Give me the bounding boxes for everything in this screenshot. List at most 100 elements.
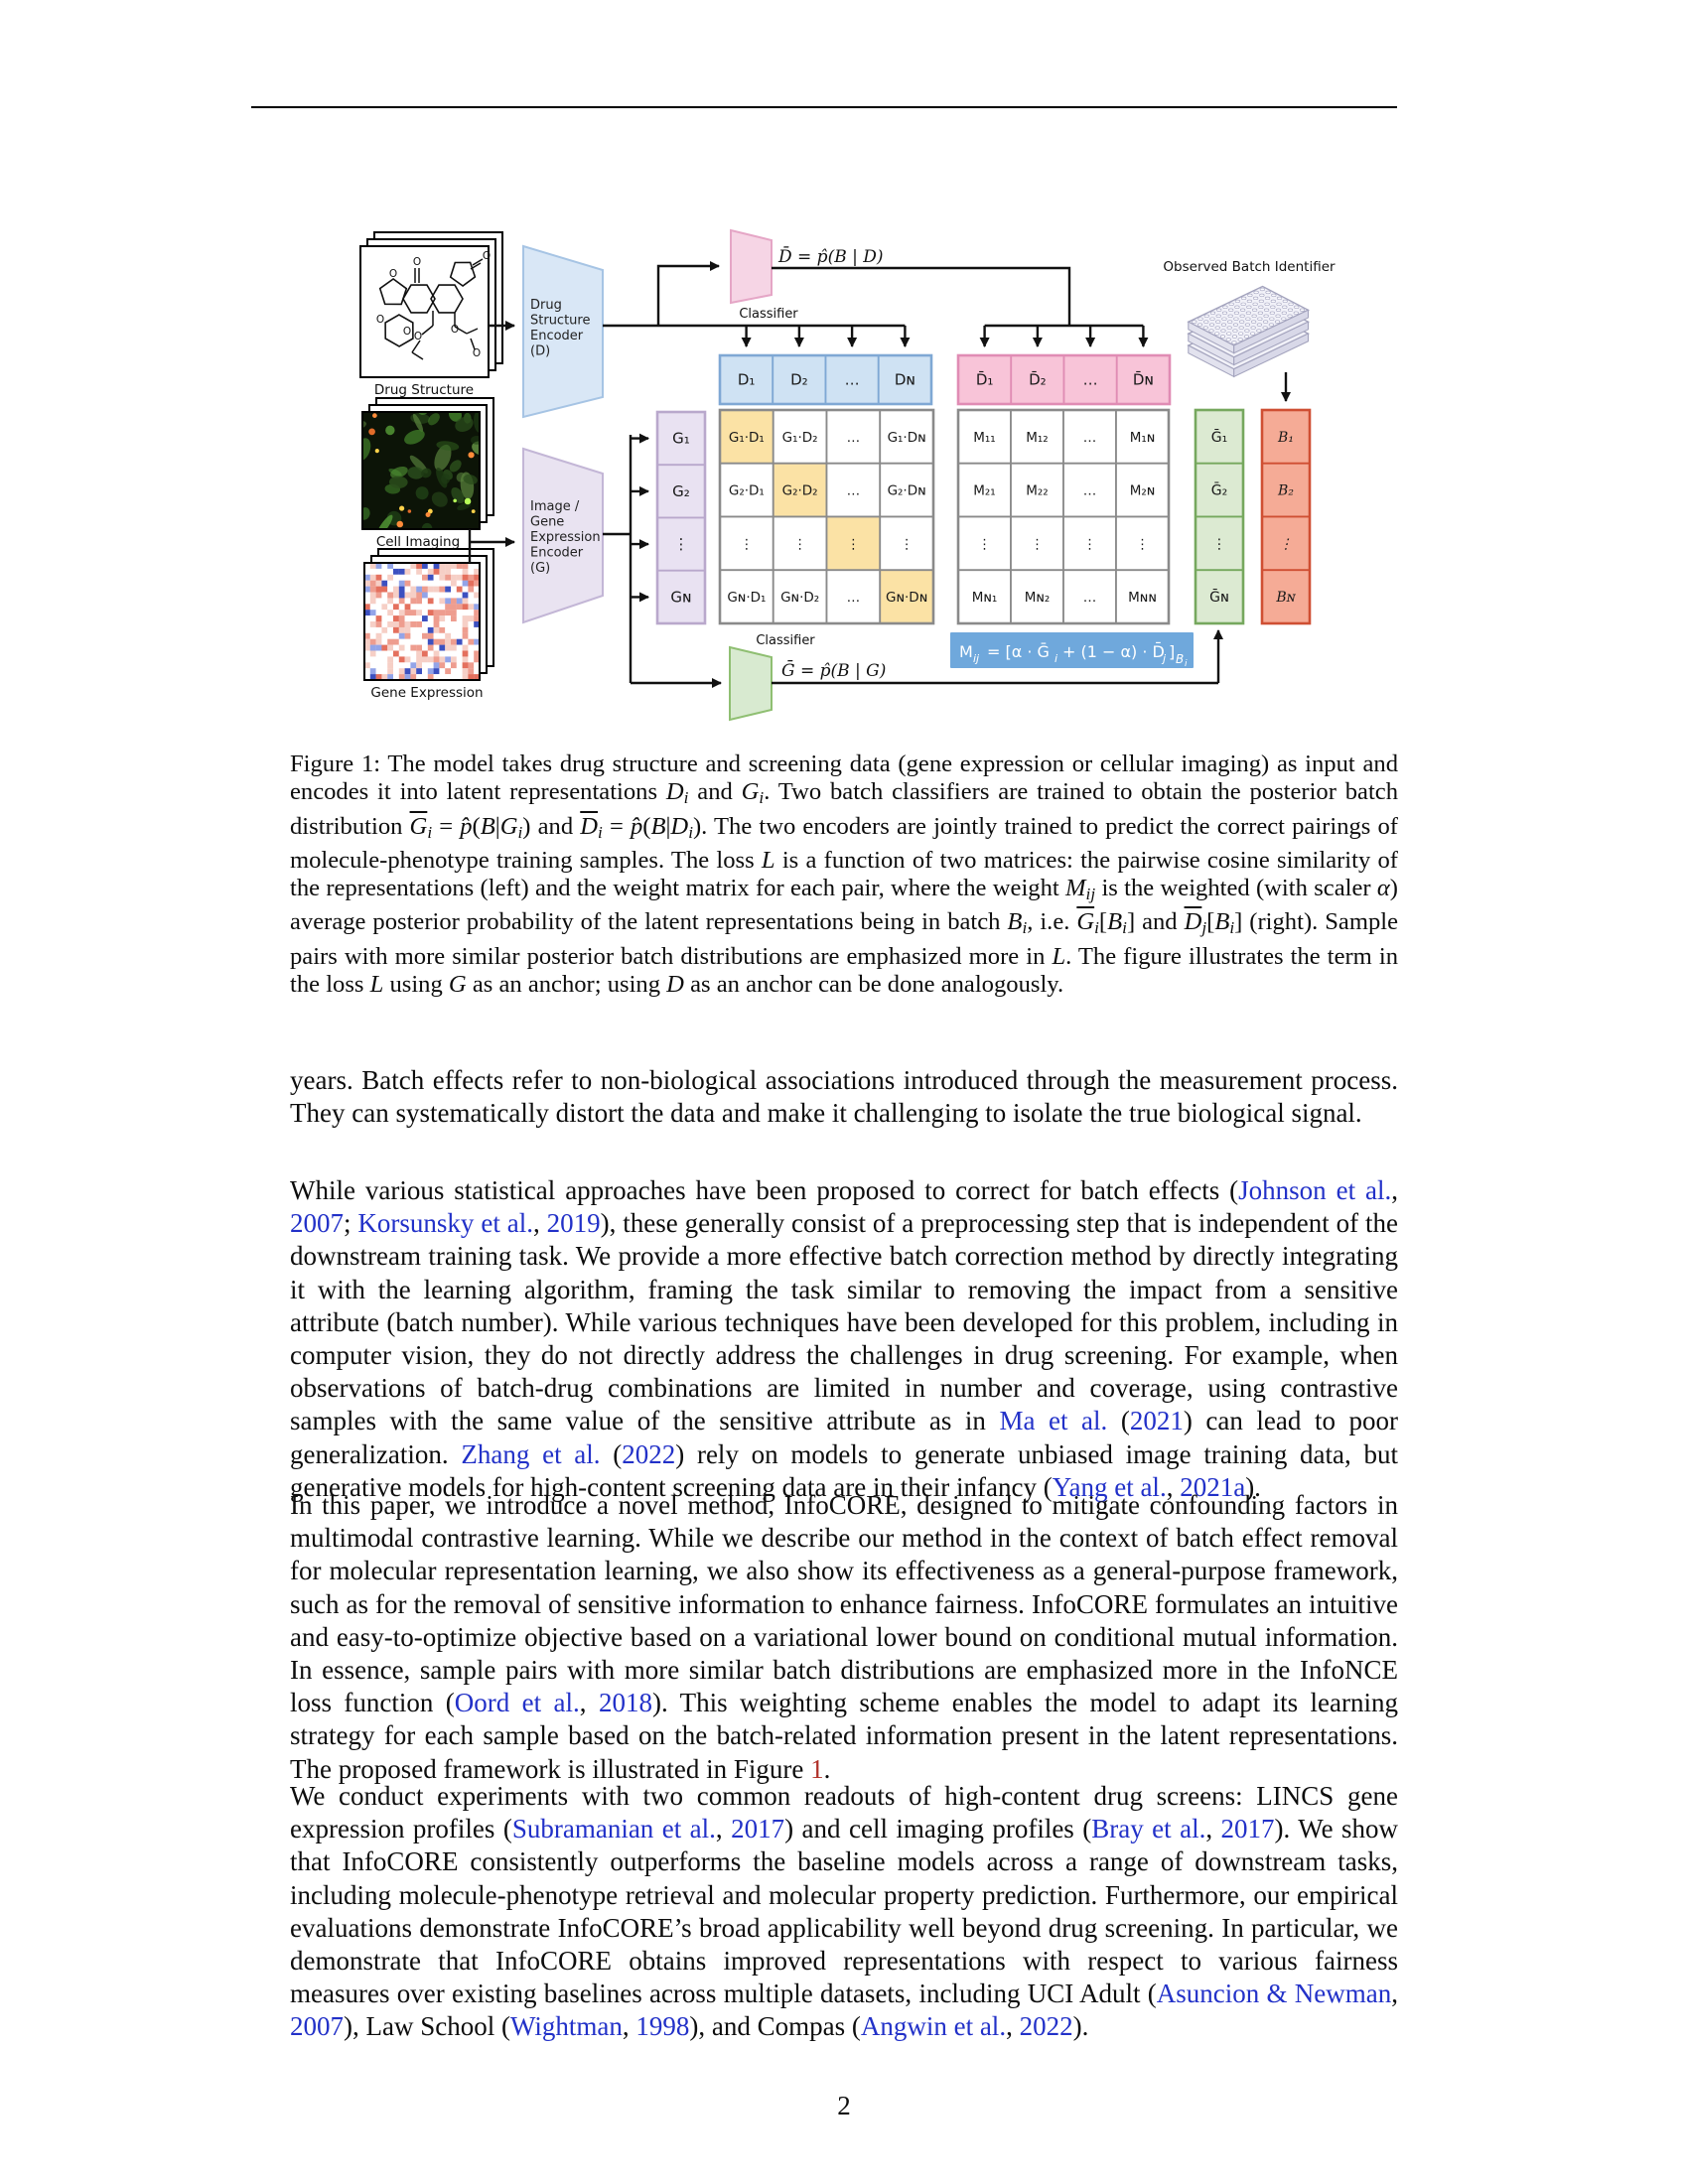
- figure-ref-link[interactable]: 1: [810, 1753, 824, 1784]
- citation-link[interactable]: Subramanian et al.: [511, 1814, 716, 1844]
- plate-well: [1271, 293, 1277, 298]
- similarity-matrix-cell: [772, 569, 828, 624]
- heatmap-pixel: [381, 580, 388, 587]
- plate-well: [1264, 308, 1270, 312]
- heatmap-pixel: [474, 668, 480, 675]
- cell-blob: [389, 476, 408, 488]
- citation-link[interactable]: Yang et al.: [1052, 1471, 1167, 1502]
- heatmap-pixel: [364, 626, 370, 633]
- heatmap-pixel: [451, 674, 457, 680]
- gbar-column-label: Ḡ₁: [1211, 429, 1227, 446]
- similarity-matrix-cell: [825, 569, 882, 624]
- citation-link[interactable]: 2022: [1019, 2011, 1073, 2042]
- text-run: ;: [344, 1208, 358, 1239]
- heatmap-pixel: [422, 580, 428, 587]
- heatmap-pixel: [375, 610, 382, 616]
- citation-link[interactable]: Johnson et al.: [1238, 1175, 1392, 1205]
- heatmap-pixel: [439, 650, 446, 657]
- weight-matrix-label: M₂₂: [1026, 483, 1048, 499]
- drug-encoder-line: (D): [530, 344, 550, 359]
- heatmap-pixel: [410, 568, 417, 575]
- heatmap-pixel: [474, 598, 480, 605]
- heatmap-pixel: [381, 621, 388, 627]
- heatmap-pixel: [427, 621, 434, 627]
- heatmap-pixel: [422, 674, 428, 680]
- citation-link[interactable]: 2017: [1220, 1814, 1275, 1844]
- plate-well: [1216, 308, 1222, 312]
- heatmap-pixel: [468, 574, 475, 581]
- heatmap-pixel: [398, 621, 405, 627]
- heatmap-pixel: [387, 586, 394, 593]
- heatmap-pixel: [364, 638, 370, 645]
- citation-link[interactable]: 2007: [290, 2011, 344, 2042]
- heatmap-pixel: [381, 574, 388, 581]
- gene-encoder-line: Gene: [530, 515, 564, 530]
- citation-link[interactable]: Ma et al.: [999, 1406, 1108, 1436]
- cell-blob: [385, 425, 395, 436]
- citation-link[interactable]: Angwin et al.: [860, 2011, 1007, 2042]
- heatmap-pixel: [404, 568, 411, 575]
- heatmap-pixel: [456, 621, 463, 627]
- heatmap-pixel: [445, 668, 452, 675]
- heatmap-pixel: [398, 674, 405, 680]
- heatmap-pixel: [427, 568, 434, 575]
- heatmap-pixel: [387, 563, 394, 569]
- heatmap-pixel: [369, 656, 376, 663]
- heatmap-pixel: [410, 650, 417, 657]
- heatmap-pixel: [468, 674, 475, 680]
- citation-link[interactable]: 2019: [546, 1208, 601, 1239]
- heatmap-pixel: [416, 610, 423, 616]
- classifier-g-trapezoid: [729, 645, 773, 722]
- text-run: i: [427, 822, 433, 842]
- heatmap-pixel: [398, 626, 405, 633]
- b-column-border: [1260, 408, 1312, 625]
- dbar-row-label: D̄ɴ: [1133, 370, 1154, 389]
- arrow-to-classifierD: [656, 261, 720, 326]
- text-run: years. Batch effects refer to non-biolog…: [290, 1065, 1398, 1129]
- citation-link[interactable]: 1998: [635, 2011, 690, 2042]
- heatmap-pixel: [404, 674, 411, 680]
- heatmap-pixel: [387, 662, 394, 669]
- heatmap-pixel: [439, 610, 446, 616]
- cell-blob: [339, 400, 356, 423]
- citation-link[interactable]: 2021: [1129, 1406, 1184, 1436]
- gbar-column-label: Ḡ₂: [1211, 482, 1227, 499]
- heatmap-pixel: [427, 586, 434, 593]
- citation-link[interactable]: Oord et al.: [454, 1688, 580, 1718]
- citation-link[interactable]: 2007: [290, 1208, 344, 1239]
- plate-well: [1270, 299, 1276, 304]
- weight-matrix-label: …: [1083, 483, 1097, 499]
- heatmap-pixel: [422, 621, 428, 627]
- heatmap-pixel: [451, 580, 457, 587]
- citation-link[interactable]: Zhang et al.: [461, 1438, 601, 1469]
- plate-well: [1265, 296, 1271, 301]
- heatmap-pixel: [456, 626, 463, 633]
- g-column-label: ⋮: [674, 535, 689, 553]
- heatmap-pixel: [369, 586, 376, 593]
- heatmap-pixel: [445, 598, 452, 605]
- heatmap-pixel: [369, 610, 376, 616]
- heatmap-pixel: [422, 586, 428, 593]
- heatmap-pixel: [445, 586, 452, 593]
- citation-link[interactable]: Asuncion & Newman: [1156, 1979, 1392, 2009]
- citation-link[interactable]: 2022: [622, 1438, 676, 1469]
- heatmap-pixel: [364, 650, 370, 657]
- citation-link[interactable]: 2018: [598, 1688, 652, 1718]
- heatmap-pixel: [468, 650, 475, 657]
- text-run: We conduct experiments with two common r…: [290, 1781, 1398, 1844]
- text-run: i: [1094, 918, 1099, 938]
- heatmap-pixel: [422, 563, 428, 569]
- heatmap-pixel: [404, 598, 411, 605]
- plate-well: [1268, 323, 1274, 327]
- citation-link[interactable]: Korsunsky et al.: [357, 1208, 533, 1239]
- citation-link[interactable]: 2017: [731, 1814, 785, 1844]
- citation-link[interactable]: Bray et al.: [1091, 1814, 1206, 1844]
- plate-well: [1252, 308, 1258, 312]
- molecule-bond: [421, 325, 434, 336]
- heatmap-pixel: [398, 656, 405, 663]
- citation-link[interactable]: 2021a: [1180, 1471, 1246, 1502]
- text-run: ) can lead to poor generalization.: [290, 1406, 1399, 1469]
- gbar-column-label: Ḡɴ: [1209, 589, 1229, 606]
- citation-link[interactable]: Wightman: [509, 2011, 623, 2042]
